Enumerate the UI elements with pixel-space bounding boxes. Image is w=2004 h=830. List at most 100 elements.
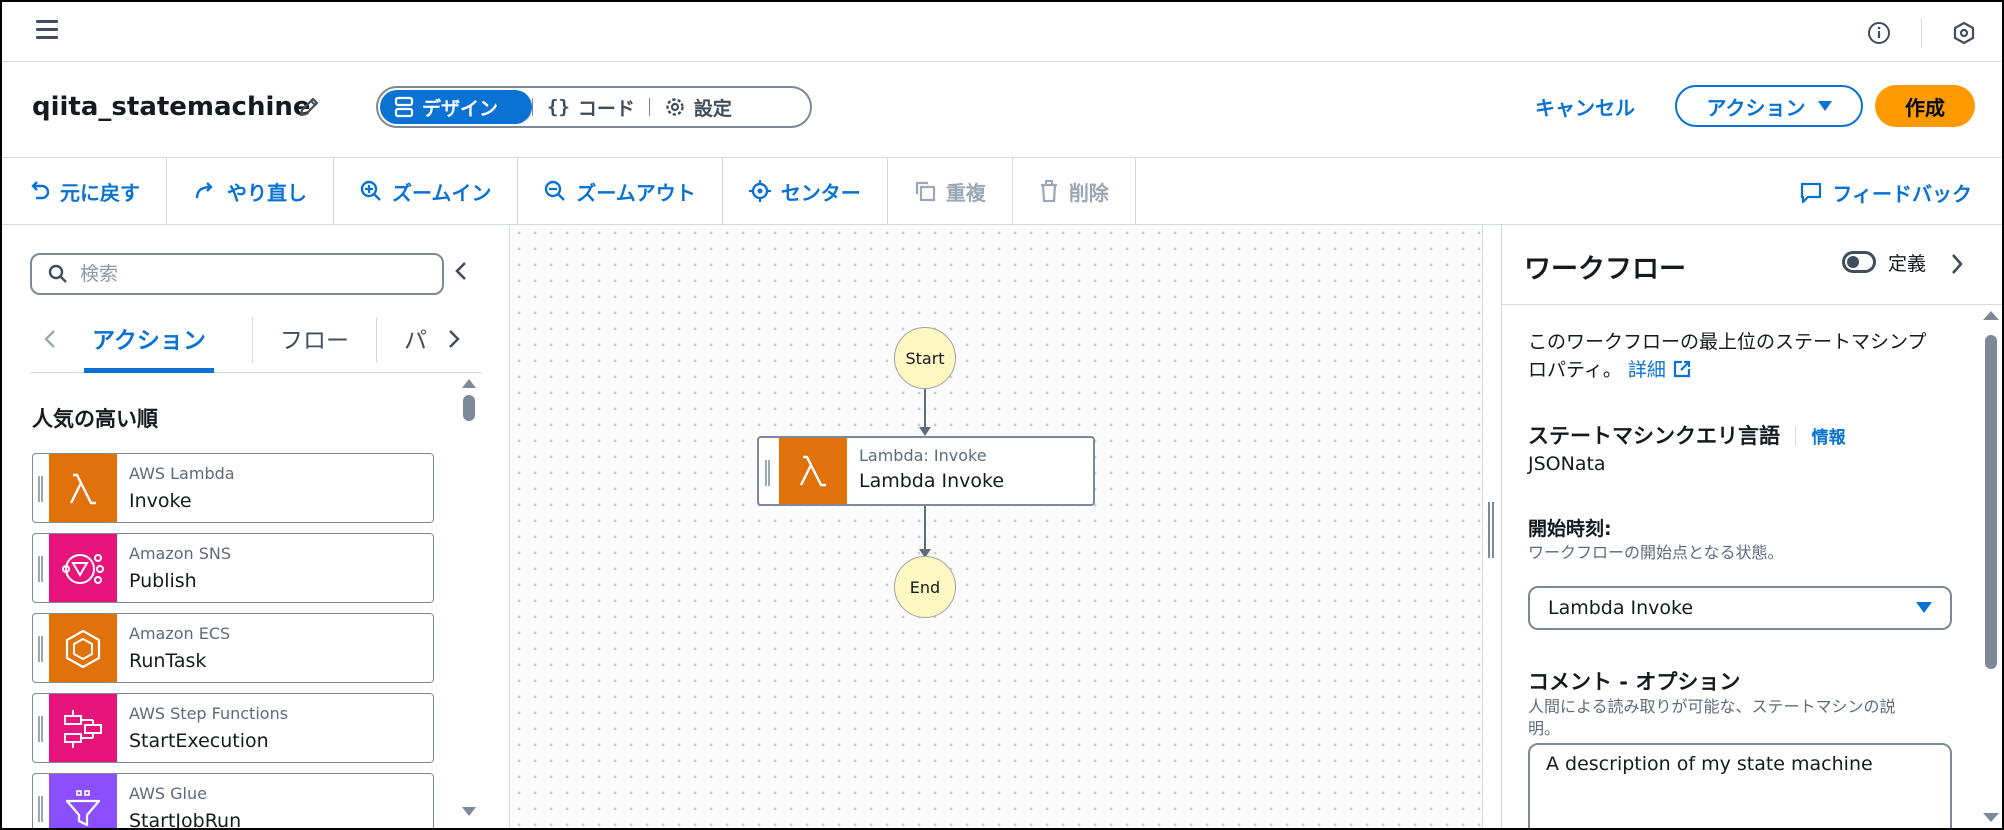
scrollbar-thumb[interactable] [1985, 335, 1997, 669]
service-name: Amazon ECS [129, 624, 231, 643]
start-at-select[interactable]: Lambda Invoke [1528, 586, 1952, 630]
start-node-label: Start [905, 348, 945, 368]
mode-design-button[interactable]: デザイン [380, 90, 532, 124]
delete-button[interactable]: 削除 [1013, 158, 1136, 224]
redo-button[interactable]: やり直し [167, 158, 334, 224]
mode-code-button[interactable]: {} コード [533, 90, 649, 124]
create-button[interactable]: 作成 [1875, 85, 1975, 127]
sns-icon [49, 534, 117, 602]
trash-icon [1040, 180, 1057, 202]
settings-hex-icon[interactable] [1952, 21, 1976, 45]
scroll-up-icon[interactable] [1983, 311, 1999, 321]
start-node[interactable]: Start [894, 327, 956, 389]
list-item-glue-startjobrun[interactable]: AWS Glue StartJobRun [32, 773, 434, 830]
comment-description: 人間による読み取りが可能な、ステートマシンの説 明。 [1528, 696, 1968, 740]
drag-handle-icon[interactable] [765, 460, 770, 486]
tab-scroll-right-icon[interactable] [448, 329, 460, 349]
hamburger-menu-icon[interactable] [36, 20, 58, 40]
definition-toggle-label: 定義 [1888, 253, 1927, 275]
inspector-panel: ワークフロー 定義 このワークフローの最上位のステートマシンプ ロパティ。 詳細… [1502, 225, 2002, 828]
drag-handle-icon[interactable] [38, 556, 43, 582]
description-line-1: このワークフローの最上位のステートマシンプ [1528, 331, 1927, 353]
search-field[interactable] [30, 253, 444, 295]
definition-toggle[interactable] [1842, 251, 1876, 273]
caret-down-icon [1916, 602, 1932, 613]
flow-connector [924, 389, 926, 427]
query-language-value: JSONata [1528, 453, 1606, 475]
collapse-panel-chevron-icon[interactable] [454, 261, 468, 281]
search-input[interactable] [80, 263, 410, 285]
list-item-lambda-invoke[interactable]: AWS Lambda Invoke [32, 453, 434, 523]
scrollbar-thumb[interactable] [463, 395, 475, 421]
duplicate-button[interactable]: 重複 [888, 158, 1013, 224]
tab-actions[interactable]: アクション [84, 321, 214, 373]
workflow-canvas[interactable] [511, 225, 1482, 828]
scroll-up-icon[interactable] [462, 379, 476, 389]
action-name: StartJobRun [129, 810, 242, 830]
mode-settings-button[interactable]: 設定 [650, 90, 746, 124]
top-right-icons [1867, 18, 1976, 48]
drag-handle-icon[interactable] [38, 796, 43, 822]
tab-actions-label: アクション [92, 328, 206, 354]
drag-handle-icon[interactable] [38, 636, 43, 662]
details-link[interactable]: 詳細 [1627, 359, 1666, 381]
drag-handle-icon[interactable] [38, 716, 43, 742]
redo-icon [195, 182, 213, 199]
scroll-down-icon[interactable] [462, 807, 476, 817]
undo-button[interactable]: 元に戻す [2, 158, 167, 224]
query-language-title: ステートマシンクエリ言語 [1528, 424, 1780, 448]
action-name: StartExecution [129, 730, 269, 752]
inspector-scrollbar[interactable] [1982, 305, 2000, 828]
actions-dropdown-button[interactable]: アクション [1675, 85, 1863, 127]
gear-icon [666, 98, 684, 116]
actions-label: アクション [1706, 95, 1806, 120]
start-at-selected-value: Lambda Invoke [1548, 597, 1694, 619]
undo-icon [31, 181, 50, 200]
redo-label: やり直し [227, 180, 307, 205]
left-panel-scrollbar[interactable] [462, 375, 476, 817]
tab-scroll-left-icon[interactable] [44, 329, 56, 349]
list-item-ecs-runtask[interactable]: Amazon ECS RunTask [32, 613, 434, 683]
flow-arrow-icon [919, 549, 931, 558]
delete-label: 削除 [1068, 180, 1109, 205]
drag-handle-icon[interactable] [38, 476, 43, 502]
center-target-icon [748, 180, 771, 202]
pencil-edit-icon[interactable] [298, 96, 320, 118]
state-lambda-invoke[interactable]: Lambda: Invoke Lambda Invoke [757, 436, 1095, 506]
inspector-body: このワークフローの最上位のステートマシンプ ロパティ。 詳細 ステートマシンクエ… [1502, 306, 1982, 828]
center-button[interactable]: センター [723, 158, 888, 224]
expand-panel-chevron-icon[interactable] [1950, 253, 1964, 275]
lambda-icon [49, 454, 117, 522]
inspector-title: ワークフロー [1524, 254, 1686, 285]
state-type: Lambda: Invoke [859, 446, 987, 465]
inspector-header: ワークフロー 定義 [1502, 225, 2002, 305]
workflow-description: このワークフローの最上位のステートマシンプ ロパティ。 詳細 [1528, 328, 1968, 384]
scroll-down-icon[interactable] [1983, 813, 1999, 823]
glue-icon [49, 774, 117, 828]
feedback-button[interactable]: フィードバック [1800, 178, 1972, 207]
center-label: センター [780, 180, 861, 205]
zoom-out-button[interactable]: ズームアウト [518, 158, 723, 224]
resize-handle-icon[interactable] [1488, 502, 1494, 558]
tab-patterns[interactable]: パ [404, 321, 436, 373]
start-at-description: ワークフローの開始点となる状態。 [1528, 543, 1784, 562]
cancel-button[interactable]: キャンセル [1535, 96, 1635, 120]
tab-patterns-label: パ [404, 328, 427, 354]
tab-divider [376, 317, 377, 363]
tab-flow[interactable]: フロー [280, 321, 349, 373]
zoom-in-button[interactable]: ズームイン [334, 158, 519, 224]
list-item-sns-publish[interactable]: Amazon SNS Publish [32, 533, 434, 603]
comment-textarea[interactable]: A description of my state machine [1528, 743, 1952, 828]
zoom-in-icon [360, 180, 381, 201]
service-name: AWS Lambda [129, 464, 235, 483]
comment-description-line-2: 明。 [1528, 719, 1561, 738]
end-node[interactable]: End [894, 556, 956, 618]
service-name: AWS Glue [129, 784, 207, 803]
external-link-icon[interactable] [1672, 359, 1692, 379]
list-item-stepfunctions-startexecution[interactable]: AWS Step Functions StartExecution [32, 693, 434, 763]
top-bar-divider [1921, 18, 1922, 48]
info-link[interactable]: 情報 [1811, 428, 1846, 448]
start-at-label: 開始時刻: [1528, 518, 1612, 540]
info-icon[interactable] [1867, 21, 1891, 45]
